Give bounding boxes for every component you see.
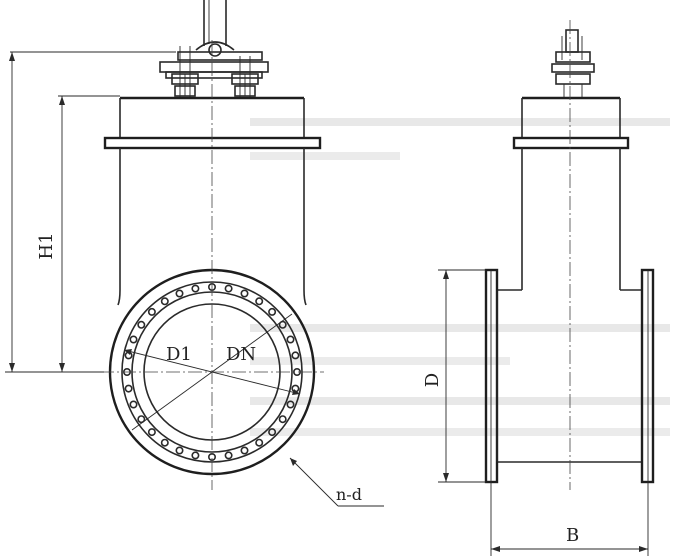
h1-dimension xyxy=(5,51,176,373)
bolt-hole-icon xyxy=(175,289,184,298)
bolt-hole-icon xyxy=(286,400,295,409)
bolt-hole-icon xyxy=(160,297,169,306)
bolt-hole-icon xyxy=(268,428,277,437)
b-dimension xyxy=(490,482,649,556)
valve-body xyxy=(103,96,322,306)
bolt-hole-icon xyxy=(240,289,249,298)
bolt-hole-icon xyxy=(160,438,169,447)
bolt-hole-icon xyxy=(278,415,287,424)
show-through-text xyxy=(250,118,670,436)
bolt-hole-icon xyxy=(129,400,138,409)
bolt-hole-icon xyxy=(278,320,287,329)
side-body xyxy=(497,96,642,463)
bolt-hole-icon xyxy=(191,451,200,460)
bolt-hole-icon xyxy=(268,307,277,316)
hex-bolt-icon xyxy=(231,56,259,98)
bolt-hole-icon xyxy=(224,284,233,293)
front-view: H1 D1 DN n-d xyxy=(5,0,384,507)
bolt-hole-icon xyxy=(137,320,146,329)
side-flange-right xyxy=(640,268,655,484)
d1-label: D1 xyxy=(166,344,192,365)
stem-assembly xyxy=(159,0,269,79)
d-label: D xyxy=(422,373,443,387)
nd-leader xyxy=(289,457,384,507)
side-stem-assembly xyxy=(551,29,595,98)
bolt-hole-icon xyxy=(147,307,156,316)
hex-bolt-icon xyxy=(171,46,199,98)
bolt-hole-icon xyxy=(175,446,184,455)
bolt-hole-icon xyxy=(137,415,146,424)
b-label: B xyxy=(566,525,579,546)
side-view: D B xyxy=(422,20,655,556)
bolt-hole-icon xyxy=(124,384,133,393)
centerlines xyxy=(100,40,324,490)
bolt-hole-icon xyxy=(240,446,249,455)
bolt-hole-icon xyxy=(224,451,233,460)
bolt-hole-icon xyxy=(129,335,138,344)
bolt-hole-icon xyxy=(286,335,295,344)
bolt-hole-icon xyxy=(191,284,200,293)
side-flange-left xyxy=(484,268,499,484)
dn-label: DN xyxy=(226,344,256,365)
bolt-hole-icon xyxy=(255,438,264,447)
bolt-hole-icon xyxy=(255,297,264,306)
nd-label: n-d xyxy=(336,485,362,504)
d-dimension xyxy=(438,269,486,483)
bolt-hole-icon xyxy=(291,351,300,360)
h1-label: H1 xyxy=(36,232,57,259)
diameter-leaders xyxy=(123,313,301,431)
bolt-hole-icon xyxy=(147,428,156,437)
